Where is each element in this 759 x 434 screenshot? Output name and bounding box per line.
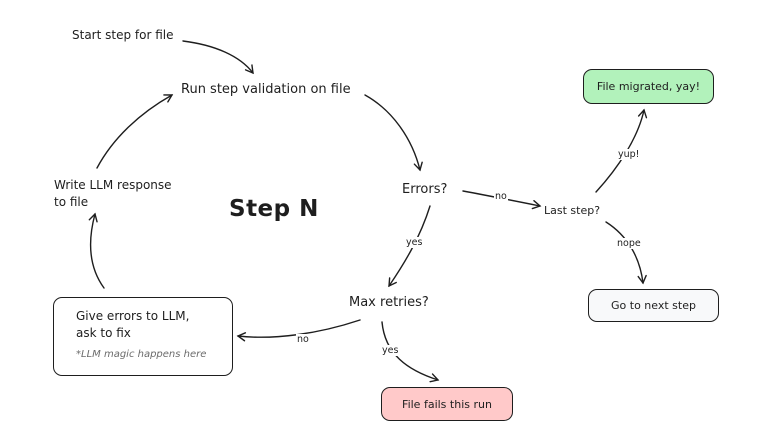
llm-magic-note: *LLM magic happens here: [76, 349, 207, 360]
file-fails-label: File fails this run: [402, 397, 492, 411]
arrow-errors-to-maxretries: [388, 205, 431, 288]
arrow-laststep-to-gonext: [605, 221, 647, 285]
edge-label-last-yup: yup!: [617, 149, 641, 160]
edge-label-retries-no: no: [296, 334, 310, 345]
node-write-response: Write LLM response to file: [54, 177, 172, 211]
edge-label-errors-no: no: [494, 191, 508, 202]
node-go-next-step: Go to next step: [588, 289, 719, 322]
node-file-fails: File fails this run: [381, 387, 513, 421]
write-response-line1: Write LLM response: [54, 178, 172, 192]
give-errors-line1: Give errors to LLM,: [76, 309, 190, 323]
file-migrated-label: File migrated, yay!: [596, 80, 701, 93]
node-file-migrated: File migrated, yay!: [583, 69, 714, 104]
arrow-maxretries-to-fails: [381, 321, 440, 383]
node-start: Start step for file: [72, 28, 174, 42]
arrow-start-to-validation: [182, 40, 254, 75]
go-next-step-label: Go to next step: [611, 299, 696, 312]
arrow-write-to-validation: [96, 94, 174, 169]
node-give-errors: Give errors to LLM, ask to fix *LLM magi…: [53, 297, 233, 376]
edge-label-retries-yes: yes: [381, 345, 400, 356]
diagram-title: Step N: [229, 196, 319, 222]
edge-label-last-nope: nope: [616, 238, 642, 249]
node-run-validation: Run step validation on file: [181, 82, 351, 97]
node-last-step: Last step?: [544, 204, 601, 217]
give-errors-line2: ask to fix: [76, 326, 131, 340]
edge-label-errors-yes: yes: [405, 237, 424, 248]
arrow-giveerrors-to-write: [88, 212, 105, 289]
node-max-retries: Max retries?: [349, 295, 429, 310]
write-response-line2: to file: [54, 195, 89, 209]
node-errors: Errors?: [402, 182, 448, 197]
arrow-validation-to-errors: [364, 94, 423, 172]
